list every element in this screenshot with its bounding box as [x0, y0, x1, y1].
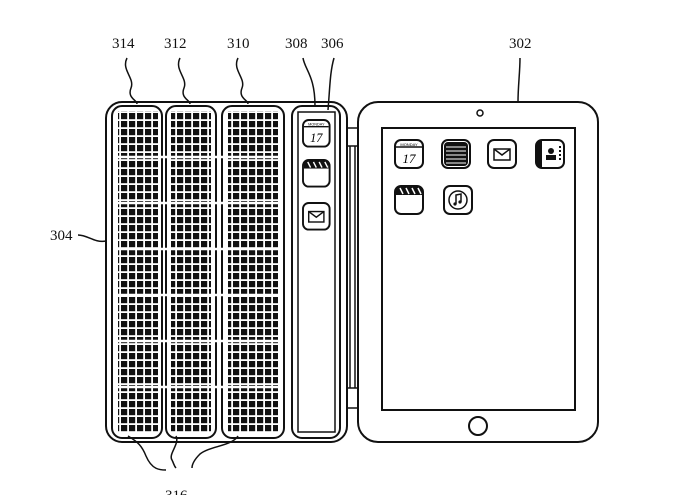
label-312: 312	[164, 36, 187, 52]
calendar-day-header: MONDAY	[400, 142, 418, 147]
icon-strip: MONDAY 17	[291, 105, 341, 439]
home-button[interactable]	[468, 416, 488, 436]
leader-lines	[77, 57, 521, 471]
video-clapper-icon	[302, 159, 331, 188]
label-316: 316	[165, 488, 188, 495]
notes-icon	[441, 139, 471, 169]
calendar-icon: MONDAY 17	[394, 139, 424, 169]
label-304: 304	[50, 228, 73, 244]
solar-panel-310	[221, 105, 285, 439]
cover: MONDAY 17	[105, 101, 348, 443]
video-clapper-icon	[394, 185, 424, 215]
tablet: MONDAY 17	[357, 101, 599, 443]
calendar-day-header: MONDAY	[308, 123, 325, 127]
label-310: 310	[227, 36, 250, 52]
tablet-screen	[381, 127, 576, 411]
music-icon	[443, 185, 473, 215]
mail-icon	[302, 202, 331, 231]
mail-icon	[487, 139, 517, 169]
contacts-icon	[535, 139, 565, 169]
solar-panel-314	[111, 105, 163, 439]
solar-panel-312	[165, 105, 217, 439]
camera-icon	[476, 109, 484, 117]
calendar-date: 17	[403, 151, 417, 166]
calendar-icon: MONDAY 17	[302, 119, 331, 148]
label-306: 306	[321, 36, 344, 52]
label-302: 302	[509, 36, 532, 52]
calendar-date: 17	[310, 131, 323, 145]
hinge	[346, 127, 359, 409]
label-308: 308	[285, 36, 308, 52]
label-314: 314	[112, 36, 135, 52]
